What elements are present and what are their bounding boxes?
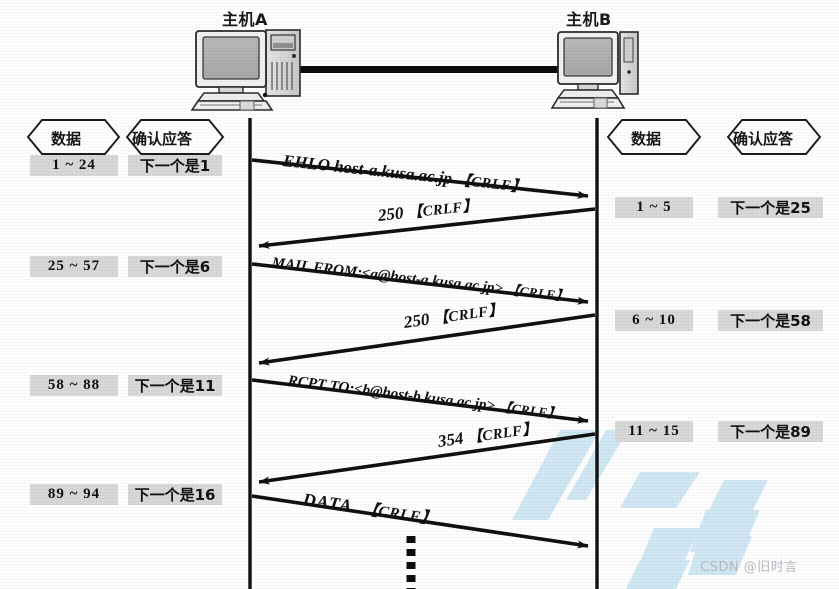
- arrow-msg-250-2: [258, 313, 596, 366]
- hex-header-left-data: [26, 119, 121, 155]
- network-cable: [281, 66, 562, 73]
- left-data-cell-3: 58 ~ 88: [30, 375, 118, 396]
- message-text-354: 354: [436, 428, 465, 451]
- host-b-label: 主机B: [566, 10, 612, 29]
- right-data-cell-3: 11 ~ 15: [615, 421, 693, 442]
- left-ack-cell-3: 下一个是11: [128, 375, 222, 396]
- left-ack-cell-2: 下一个是6: [128, 256, 222, 277]
- left-ack-cell-4: 下一个是16: [128, 484, 222, 505]
- watermark-label: CSDN @旧时言: [700, 560, 798, 575]
- right-ack-cell-3: 下一个是89: [718, 421, 823, 442]
- host-a-label: 主机A: [222, 10, 268, 29]
- header-right-data-label: 数据: [631, 130, 662, 148]
- right-data-cell-1: 1 ~ 5: [615, 197, 693, 218]
- hex-header-left-ack: [125, 119, 225, 155]
- arrow-msg-354: [258, 432, 596, 485]
- right-ack-cell-2: 下一个是58: [718, 310, 823, 331]
- message-text-250-2: 250: [402, 309, 431, 332]
- right-data-cell-2: 6 ~ 10: [615, 310, 693, 331]
- left-data-cell-4: 89 ~ 94: [30, 484, 118, 505]
- arrow-msg-data: [251, 494, 589, 549]
- left-ack-cell-1: 下一个是1: [128, 155, 222, 176]
- left-data-cell-1: 1 ~ 24: [30, 155, 118, 176]
- arrow-msg-rcpt-to: [251, 378, 589, 424]
- header-right-ack-label: 确认应答: [733, 130, 794, 148]
- arrow-msg-mail-from: [251, 262, 589, 305]
- hex-header-right-data: [606, 119, 702, 155]
- message-text-250-1: 250: [376, 203, 405, 225]
- arrow-msg-250-1: [258, 207, 596, 249]
- header-left-ack-label: 确认应答: [132, 130, 193, 148]
- right-ack-cell-1: 下一个是25: [718, 197, 823, 218]
- host-b-computer: [550, 31, 639, 109]
- left-data-cell-2: 25 ~ 57: [30, 256, 118, 277]
- header-left-data-label: 数据: [51, 130, 82, 148]
- host-a-computer: [190, 29, 301, 111]
- hex-header-right-ack: [726, 119, 822, 155]
- arrow-msg-ehlo: [251, 158, 589, 199]
